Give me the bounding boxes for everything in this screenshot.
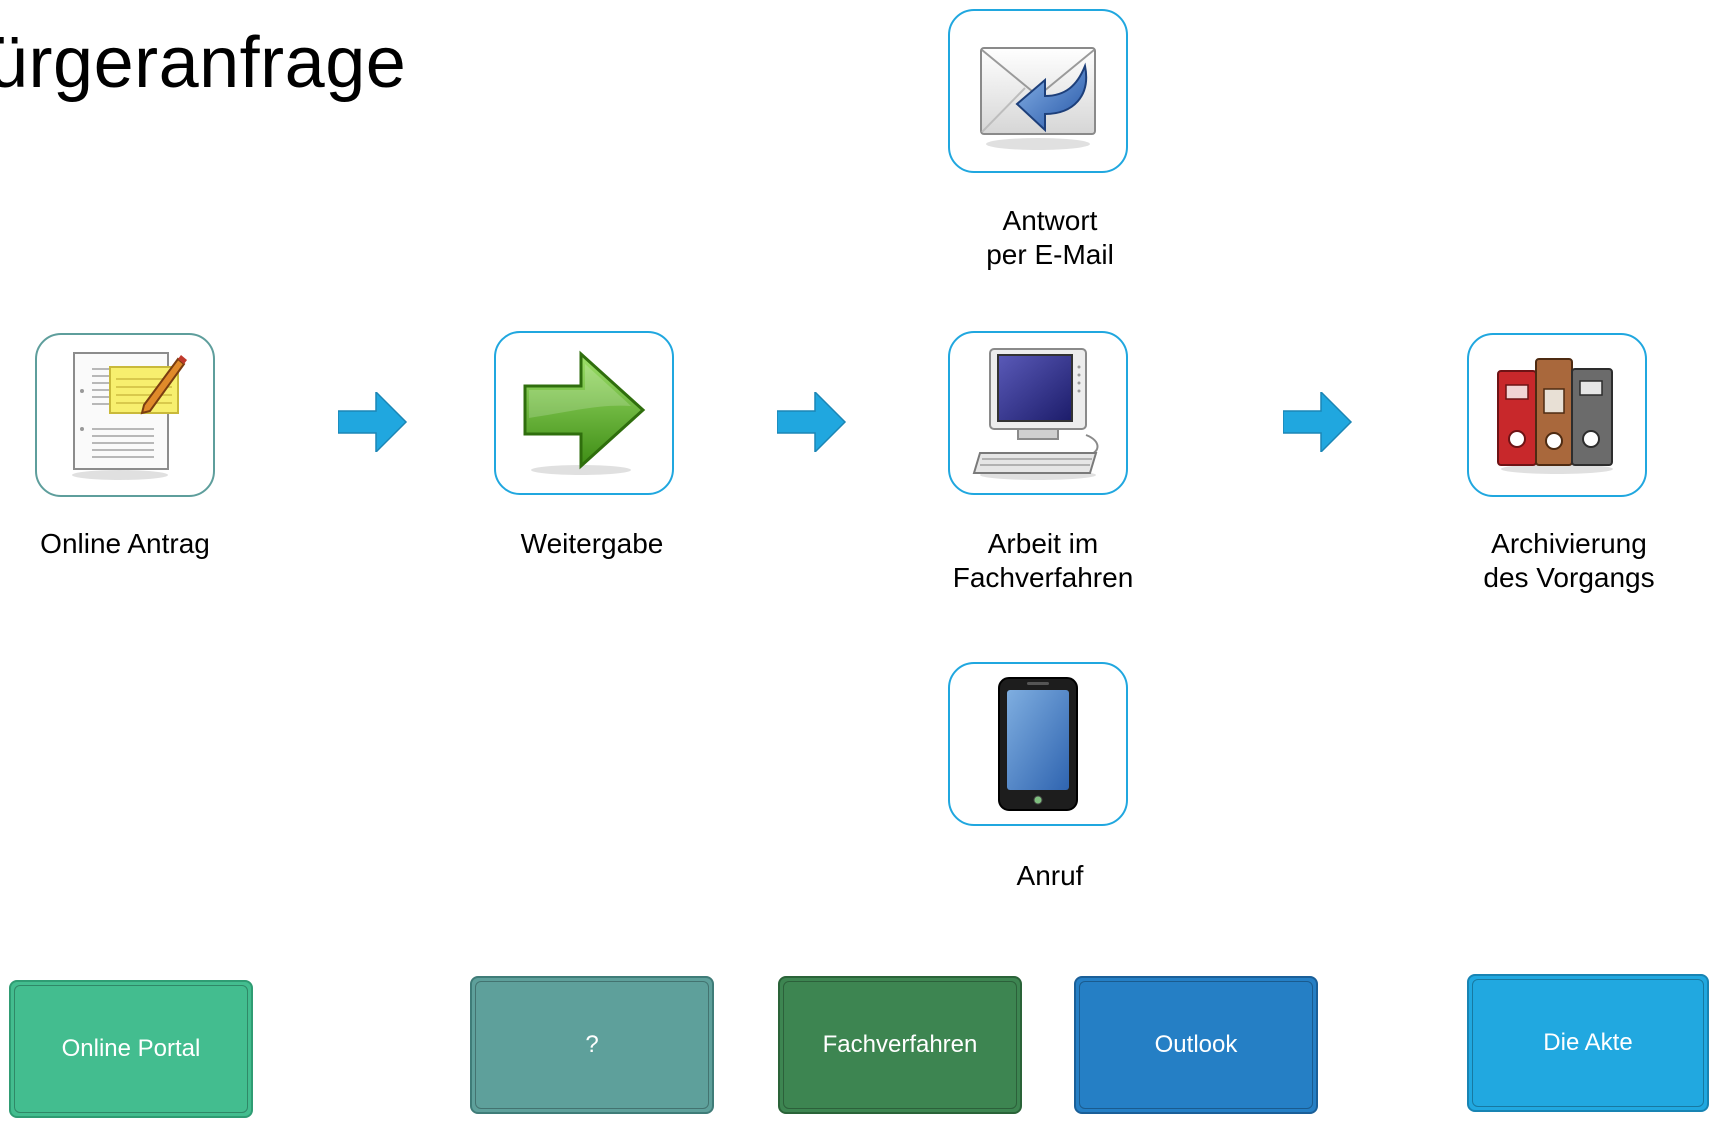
archivierung-label: Archivierung des Vorgangs: [1483, 527, 1654, 595]
computer-icon: [972, 348, 1099, 480]
archivierung-label-line1: Archivierung: [1491, 528, 1647, 559]
email-label-line1: Antwort: [1002, 205, 1098, 236]
flow-arrow-1: [338, 392, 408, 452]
archivierung-node[interactable]: [1467, 333, 1647, 497]
system-outlook[interactable]: Outlook: [1074, 976, 1318, 1114]
arbeit-label: Arbeit im Fachverfahren: [953, 527, 1134, 595]
smartphone-icon: [998, 677, 1078, 811]
system-die-akte[interactable]: Die Akte: [1467, 974, 1709, 1112]
arbeit-label-line1: Arbeit im: [987, 528, 1099, 559]
system-unknown-label: ?: [585, 1031, 599, 1058]
anruf-node[interactable]: [948, 662, 1128, 826]
flow-arrow-3: [1283, 392, 1353, 452]
system-online-portal-label: Online Portal: [61, 1035, 201, 1062]
archivierung-label-line2: des Vorgangs: [1483, 562, 1655, 593]
email-node[interactable]: [948, 9, 1128, 173]
system-unknown[interactable]: ?: [470, 976, 714, 1114]
system-fachverfahren[interactable]: Fachverfahren: [778, 976, 1022, 1114]
weitergabe-label: Weitergabe: [520, 528, 664, 559]
system-outlook-label: Outlook: [1154, 1031, 1238, 1058]
email-label: Antwort per E-Mail: [986, 204, 1114, 272]
page-title: ürgeranfrage: [0, 23, 407, 103]
arbeit-node[interactable]: [948, 331, 1128, 495]
online-antrag-label: Online Antrag: [40, 528, 210, 559]
system-fachverfahren-label: Fachverfahren: [822, 1031, 978, 1058]
document-edit-icon: [72, 352, 187, 480]
green-forward-arrow-icon: [523, 350, 646, 475]
arbeit-label-line2: Fachverfahren: [952, 562, 1134, 593]
system-die-akte-label: Die Akte: [1543, 1029, 1633, 1056]
online-antrag-node[interactable]: [35, 333, 215, 497]
system-online-portal[interactable]: Online Portal: [9, 980, 253, 1118]
binders-icon: [1497, 358, 1613, 474]
email-label-line2: per E-Mail: [986, 239, 1114, 270]
weitergabe-node[interactable]: [494, 331, 674, 495]
anruf-label: Anruf: [1016, 860, 1084, 891]
mail-reply-icon: [980, 47, 1096, 150]
flow-arrow-2: [777, 392, 847, 452]
